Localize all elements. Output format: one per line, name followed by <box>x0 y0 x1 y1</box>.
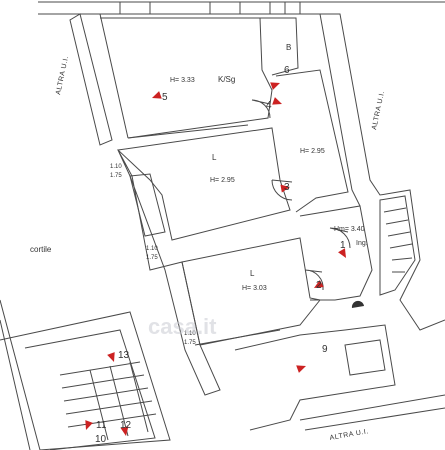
marker-11: 11 <box>96 420 107 431</box>
marker-12: 12 <box>120 420 132 431</box>
courtyard-inner <box>24 329 156 450</box>
marker-1: 1 <box>340 240 346 251</box>
kitchen-partition <box>275 69 349 213</box>
kitchen-height-label: H= 3.33 <box>170 77 195 84</box>
marker-10: 10 <box>95 434 107 445</box>
entrance-marker <box>351 300 364 308</box>
camera-arrows <box>82 79 350 437</box>
corridor-walls <box>234 324 396 431</box>
living1-walls <box>116 127 291 241</box>
right-outer-wall <box>300 13 445 331</box>
living2-height-label: H= 3.03 <box>242 285 267 292</box>
door-4-swing <box>251 99 271 119</box>
bath-label: B <box>286 43 291 52</box>
altra-ui-left-label: ALTRA U.I. <box>55 55 70 95</box>
door-entrance-swing <box>329 227 351 249</box>
altra-ui-right-label: ALTRA U.I. <box>371 90 386 130</box>
door-3-swing <box>271 179 293 201</box>
watermark: casa.it <box>148 314 217 339</box>
courtyard-stair-lines <box>59 361 157 441</box>
marker-13: 13 <box>118 350 130 361</box>
corridor-niche <box>344 339 386 376</box>
dim-label-3b: 1.75 <box>184 340 196 346</box>
living2-label: L <box>250 269 255 278</box>
dim-label-1b: 1.75 <box>110 173 122 179</box>
living1-label: L <box>212 153 217 162</box>
right-side-stairs <box>379 195 416 296</box>
corridor-height-label: H= 2.95 <box>300 148 325 155</box>
marker-4: 4 <box>266 100 272 111</box>
cortile-label: cortile <box>30 245 52 254</box>
top-window-marks <box>119 2 286 14</box>
marker-3: 3 <box>284 182 290 193</box>
bottom-right-wall <box>299 394 445 431</box>
living2-inner <box>194 329 281 346</box>
kitchen-walls <box>100 17 273 139</box>
marker-5: 5 <box>162 92 168 103</box>
right-outer-wall-2 <box>319 13 361 207</box>
bath-walls <box>258 17 299 76</box>
living1-inner <box>129 173 166 237</box>
left-outer-wall <box>69 13 113 146</box>
altra-ui-bottom-label: ALTRA U.I. <box>329 428 369 442</box>
marker-6: 6 <box>284 65 290 76</box>
top-wall <box>38 1 445 15</box>
dim-label-3a: 1.10 <box>184 331 196 337</box>
entrance-walls <box>299 205 373 301</box>
entrance-height-label: Hm= 3.40 <box>334 226 365 233</box>
diagonal-wall-left <box>0 299 41 450</box>
living1-height-label: H= 2.95 <box>210 177 235 184</box>
door-2-swing <box>304 269 324 291</box>
marker-2: 2 <box>316 280 322 291</box>
dim-label-2b: 1.75 <box>146 255 158 261</box>
entrance-label: Ing. <box>356 240 368 247</box>
courtyard-block <box>0 311 171 450</box>
marker-9: 9 <box>322 344 328 355</box>
left-outer-wall-2 <box>99 13 249 139</box>
dim-label-1a: 1.10 <box>110 164 122 170</box>
kitchen-label: K/Sg <box>218 75 235 84</box>
left-diag-wall <box>117 149 221 396</box>
dim-label-2a: 1.10 <box>146 246 158 252</box>
